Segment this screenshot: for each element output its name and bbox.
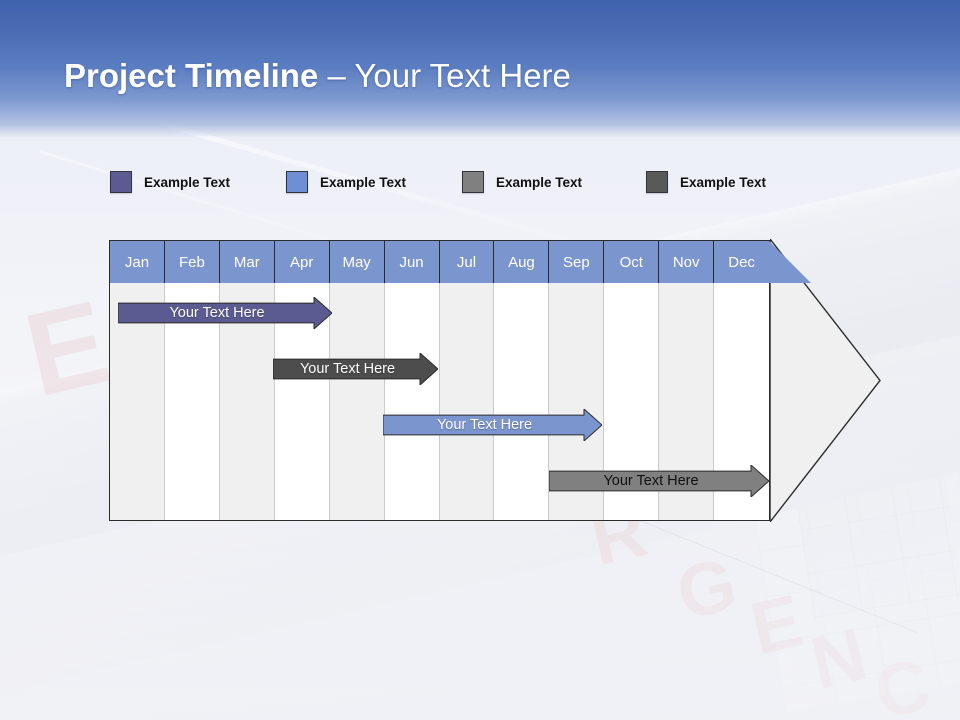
task-bar-label: Your Text Here (169, 305, 265, 321)
header-wedge (769, 241, 811, 283)
month-column-may (329, 241, 385, 520)
task-bar-2[interactable]: Your Text Here (273, 353, 438, 385)
legend-label: Example Text (144, 174, 231, 190)
month-column-jun (384, 241, 440, 520)
legend-label: Example Text (680, 174, 767, 190)
legend-swatch-icon (110, 171, 132, 193)
month-header-sep[interactable]: Sep (549, 241, 605, 283)
page-title-rest: – Your Text Here (318, 57, 571, 94)
title-band (0, 0, 960, 138)
task-bar-4[interactable]: Your Text Here (549, 465, 769, 497)
legend: Example Text Example Text Example Text Exam… (110, 168, 870, 198)
legend-label: Example Text (496, 174, 583, 190)
legend-item-2[interactable]: Example Text (286, 168, 406, 196)
month-header-dec[interactable]: Dec (714, 241, 770, 283)
month-header-nov[interactable]: Nov (659, 241, 715, 283)
month-header-apr[interactable]: Apr (274, 241, 330, 283)
month-header-jul[interactable]: Jul (439, 241, 495, 283)
month-column-apr (274, 241, 330, 520)
month-column-jul (439, 241, 495, 520)
month-header-jun[interactable]: Jun (384, 241, 440, 283)
page-title-strong: Project Timeline (64, 57, 319, 94)
month-column-jan (110, 241, 165, 520)
legend-swatch-icon (646, 171, 668, 193)
month-header-jan[interactable]: Jan (110, 241, 165, 283)
month-header-may[interactable]: May (329, 241, 385, 283)
legend-item-4[interactable]: Example Text (646, 168, 766, 196)
task-bar-label: Your Text Here (436, 417, 533, 433)
month-header-feb[interactable]: Feb (164, 241, 220, 283)
page-title: Project Timeline – Your Text Here (64, 57, 571, 95)
legend-item-3[interactable]: Example Text (462, 168, 582, 196)
task-bar-label: Your Text Here (603, 473, 699, 489)
task-bar-1[interactable]: Your Text Here (118, 297, 332, 329)
task-bar-3[interactable]: Your Text Here (383, 409, 602, 441)
month-header-aug[interactable]: Aug (494, 241, 550, 283)
legend-swatch-icon (462, 171, 484, 193)
task-bar-label: Your Text Here (299, 361, 396, 377)
month-column-feb (164, 241, 220, 520)
legend-label: Example Text (320, 174, 407, 190)
month-column-mar (219, 241, 275, 520)
legend-item-1[interactable]: Example Text (110, 168, 230, 196)
month-header-mar[interactable]: Mar (219, 241, 275, 283)
month-header-oct[interactable]: Oct (604, 241, 660, 283)
month-column-aug (494, 241, 550, 520)
timeline-arrow-point (770, 239, 881, 522)
legend-swatch-icon (286, 171, 308, 193)
